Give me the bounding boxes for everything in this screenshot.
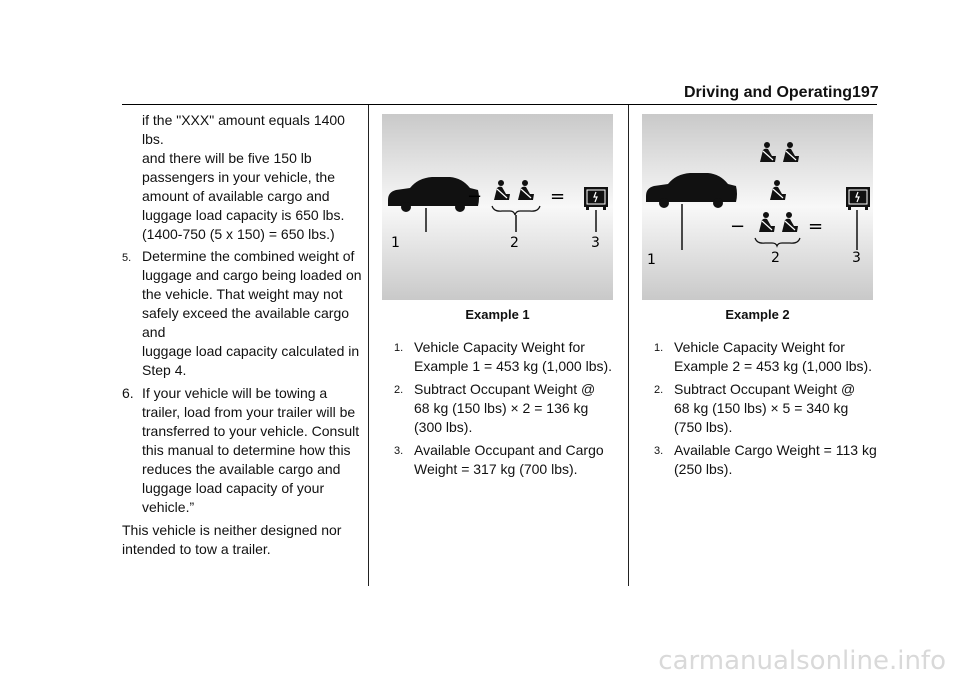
text-line: Step 4. [142, 362, 187, 378]
step-number: 5. [122, 252, 132, 264]
example-2-figure: − = 1 2 3 [642, 114, 873, 300]
text-line: luggage load capacity calculated in [142, 343, 360, 359]
text-line: Subtract Occupant Weight @ [414, 381, 596, 397]
group-bracket [754, 237, 801, 248]
list-item: 3. Available Cargo Weight = 113 kg (250 … [654, 441, 879, 479]
step-5: 5. Determine the combined weight of lugg… [122, 247, 362, 380]
text-line: Subtract Occupant Weight @ [674, 381, 856, 397]
text-line: passengers in your vehicle, the [142, 169, 335, 185]
left-column: if the "XXX" amount equals 1400 lbs. and… [122, 111, 362, 559]
figure-background [382, 114, 613, 300]
text-line: luggage load capacity of your [142, 480, 325, 496]
cargo-box-icon [583, 186, 609, 211]
example-1-list: 1. Vehicle Capacity Weight for Example 1… [394, 338, 619, 483]
minus-operator: − [730, 216, 745, 237]
text-line: safely exceed the available cargo and [142, 305, 350, 340]
callout-2: 2 [510, 235, 519, 251]
step-number: 6. [122, 385, 134, 401]
text-line: Example 2 = 453 kg (1,000 lbs). [674, 358, 873, 374]
callout-2: 2 [771, 250, 780, 266]
text-line: 68 kg (150 lbs) × 5 = 340 kg [674, 400, 849, 416]
text-line: Weight = 317 kg (700 lbs). [414, 461, 578, 477]
text-line: if the "XXX" amount equals 1400 lbs. [142, 112, 345, 147]
section-title: Driving and Operating [684, 84, 853, 101]
item-number: 1. [654, 342, 664, 354]
text-line: Vehicle Capacity Weight for [414, 339, 585, 355]
step-6: 6. If your vehicle will be towing a trai… [122, 384, 362, 517]
callout-3: 3 [591, 235, 600, 251]
column-divider-left [368, 105, 369, 586]
continuation-paragraph: if the "XXX" amount equals 1400 lbs. and… [122, 111, 362, 244]
text-line: luggage and cargo being loaded on [142, 267, 362, 283]
text-line: Vehicle Capacity Weight for [674, 339, 845, 355]
watermark: carmanualsonline.info [658, 646, 946, 676]
text-line: intended to tow a trailer. [122, 541, 271, 557]
cargo-box-icon [845, 186, 871, 211]
page-number: 197 [852, 84, 879, 101]
text-line: transferred to your vehicle. Consult [142, 423, 360, 439]
callout-1: 1 [647, 252, 656, 268]
example-2-caption: Example 2 [725, 307, 790, 322]
example-1-caption: Example 1 [465, 307, 530, 322]
item-number: 3. [394, 445, 404, 457]
text-line: (750 lbs). [674, 419, 733, 435]
text-line: If your vehicle will be towing a [142, 385, 328, 401]
list-item: 1. Vehicle Capacity Weight for Example 1… [394, 338, 619, 376]
list-item: 3. Available Occupant and Cargo Weight =… [394, 441, 619, 479]
closing-paragraph: This vehicle is neither designed nor int… [122, 521, 362, 559]
item-number: 2. [654, 384, 664, 396]
text-line: luggage load capacity is 650 lbs. [142, 207, 345, 223]
text-line: amount of available cargo and [142, 188, 330, 204]
example-2-list: 1. Vehicle Capacity Weight for Example 2… [654, 338, 879, 483]
minus-operator: − [467, 186, 482, 207]
list-item: 2. Subtract Occupant Weight @ 68 kg (150… [654, 380, 879, 437]
item-number: 1. [394, 342, 404, 354]
text-line: Example 1 = 453 kg (1,000 lbs). [414, 358, 613, 374]
text-line: (1400-750 (5 x 150) = 650 lbs.) [142, 226, 335, 242]
text-line: (250 lbs). [674, 461, 733, 477]
text-line: Available Cargo Weight = 113 kg [674, 442, 877, 458]
text-line: this manual to determine how this [142, 442, 351, 458]
group-bracket [491, 205, 541, 216]
column-divider-right [628, 105, 629, 586]
item-number: 3. [654, 445, 664, 457]
callout-3: 3 [852, 250, 861, 266]
text-line: the vehicle. That weight may not [142, 286, 343, 302]
text-line: reduces the available cargo and [142, 461, 341, 477]
text-line: (300 lbs). [414, 419, 473, 435]
list-item: 1. Vehicle Capacity Weight for Example 2… [654, 338, 879, 376]
list-item: 2. Subtract Occupant Weight @ 68 kg (150… [394, 380, 619, 437]
example-1-figure: − = 1 2 3 [382, 114, 613, 300]
equals-operator: = [550, 186, 565, 207]
header-rule [122, 104, 877, 105]
item-number: 2. [394, 384, 404, 396]
callout-1: 1 [391, 235, 400, 251]
equals-operator: = [808, 216, 823, 237]
text-line: Determine the combined weight of [142, 248, 355, 264]
text-line: 68 kg (150 lbs) × 2 = 136 kg [414, 400, 589, 416]
text-line: and there will be five 150 lb [142, 150, 312, 166]
text-line: Available Occupant and Cargo [414, 442, 604, 458]
text-line: This vehicle is neither designed nor [122, 522, 342, 538]
figure-background [642, 114, 873, 300]
text-line: vehicle.” [142, 499, 195, 515]
text-line: trailer, load from your trailer will be [142, 404, 356, 420]
